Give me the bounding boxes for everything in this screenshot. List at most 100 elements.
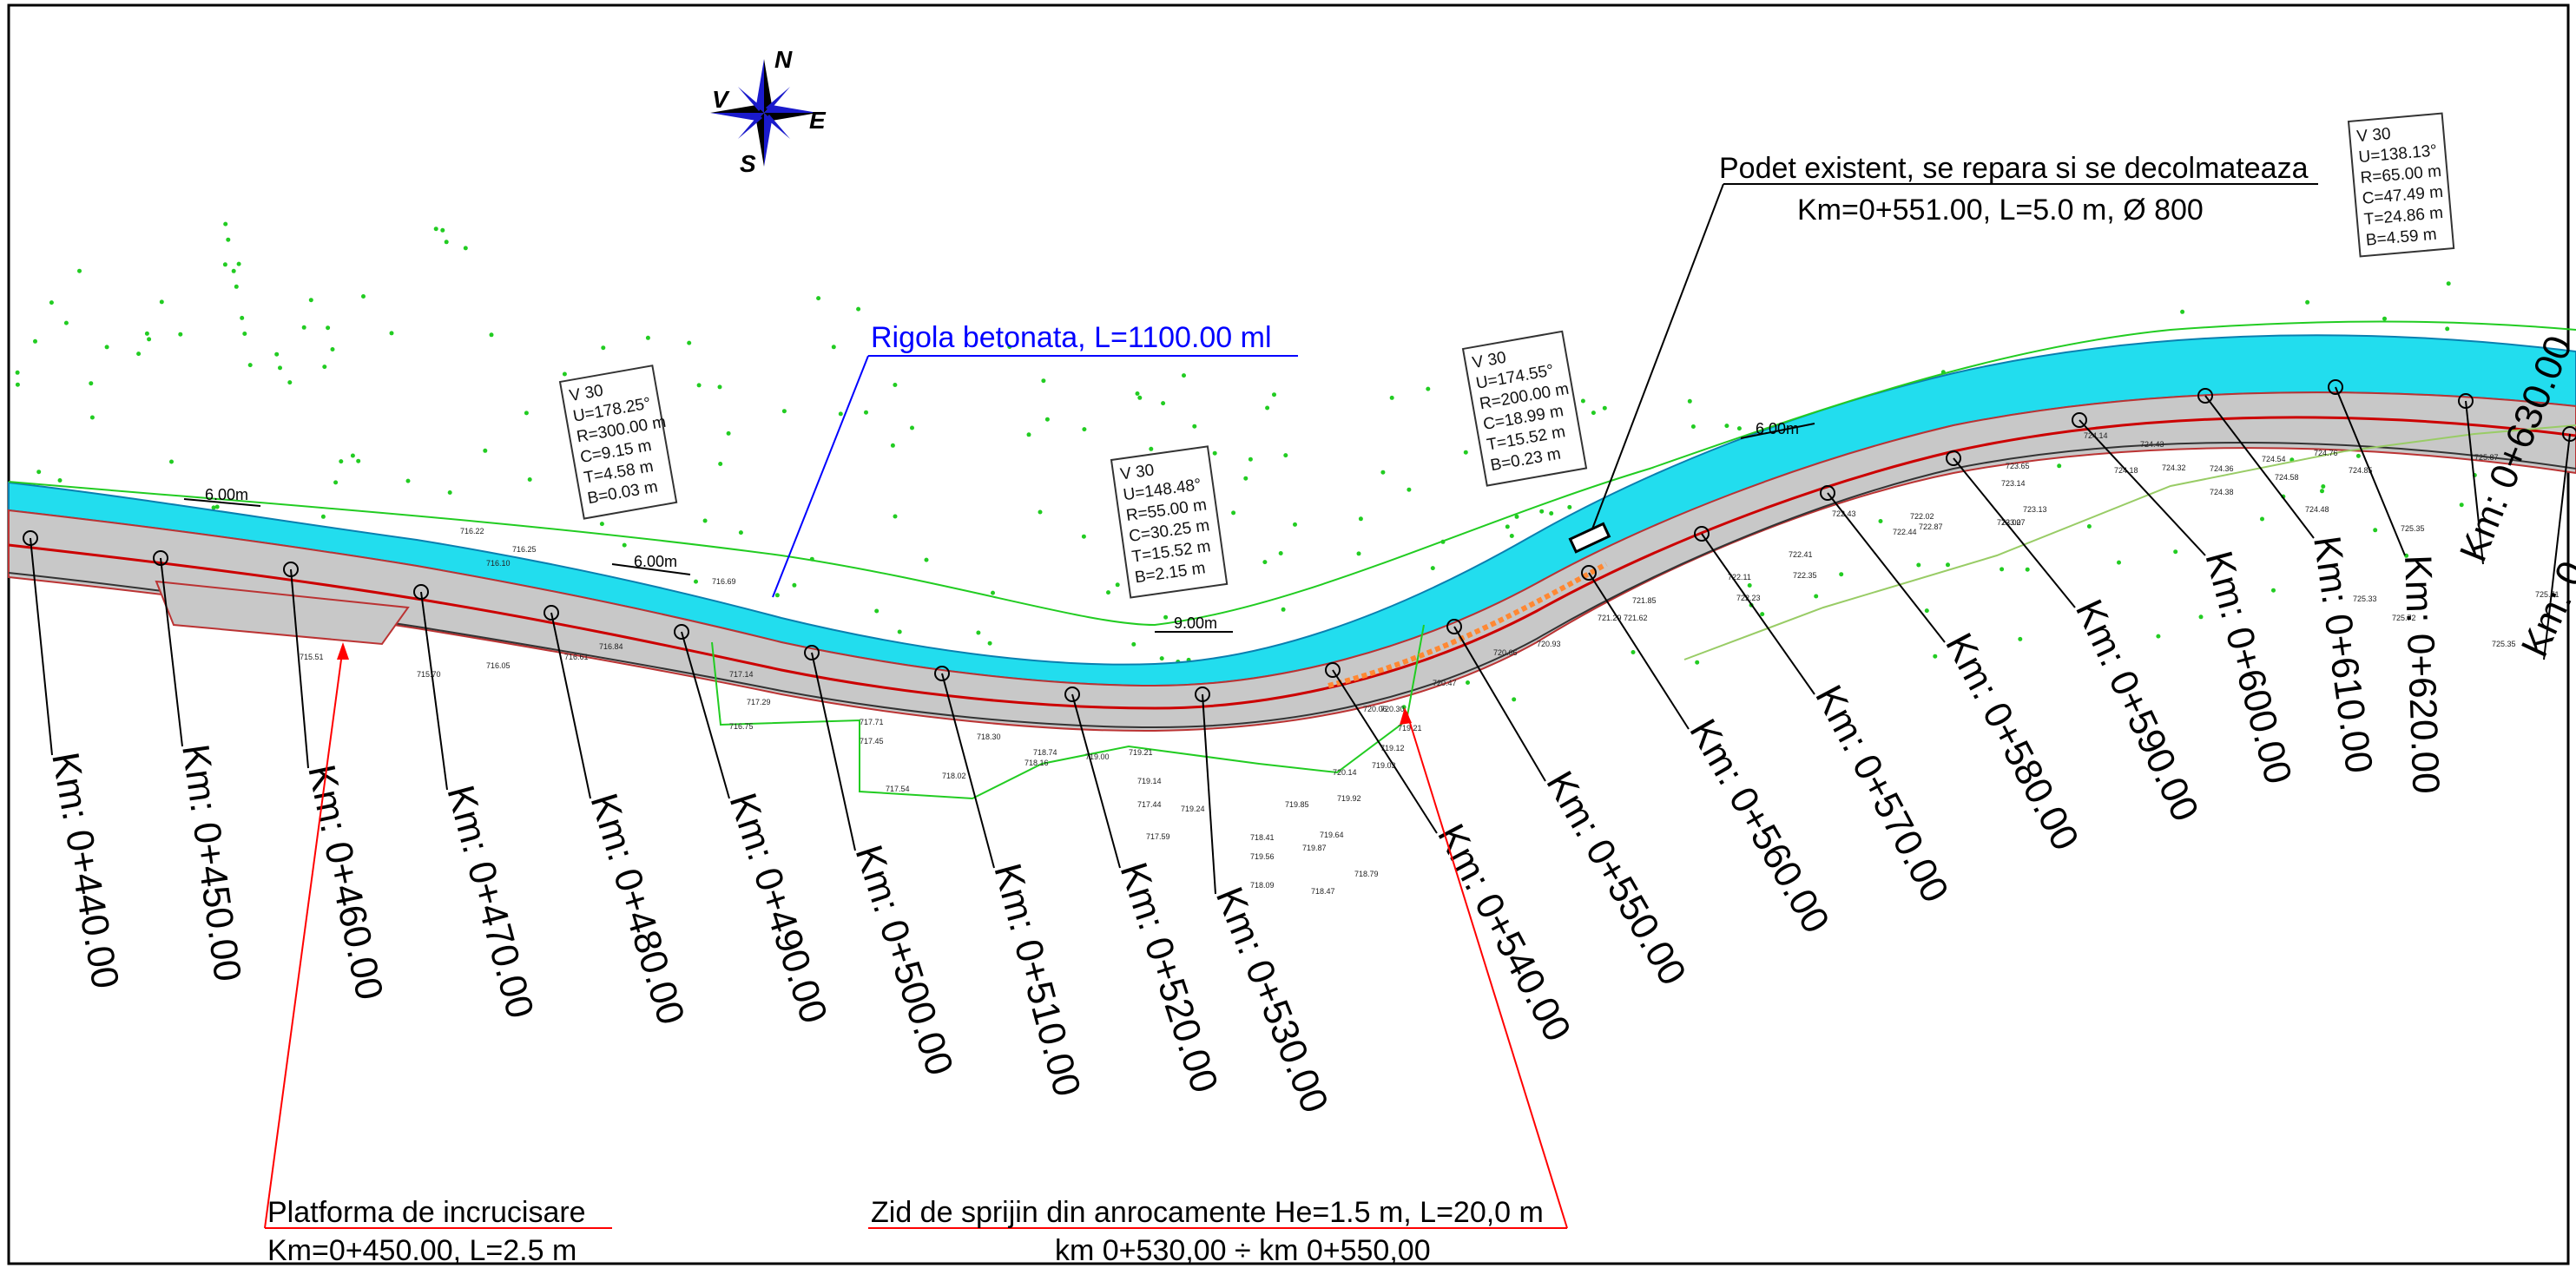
elevation-label: 724.54 <box>2262 455 2286 463</box>
survey-point <box>2025 567 2030 572</box>
survey-point <box>1690 424 1696 429</box>
elevation-label: 722.02 <box>1910 512 1934 521</box>
survey-point <box>702 518 708 523</box>
survey-point <box>1946 562 1950 568</box>
survey-point <box>694 579 698 584</box>
elevation-label: 716.84 <box>599 642 623 651</box>
station-point <box>1064 687 1080 702</box>
station-label: Km: 0+600.00 <box>2197 547 2300 789</box>
elevation-label: 722.44 <box>1893 528 1917 536</box>
survey-point <box>1747 583 1752 588</box>
elevation-label: 720.47 <box>1433 679 1457 687</box>
survey-point <box>991 590 995 595</box>
station-point <box>2562 426 2576 442</box>
elevation-label: 720.06 <box>1363 705 1387 713</box>
elevation-label: 719.56 <box>1250 852 1275 861</box>
elevation-label: 717.44 <box>1137 800 1162 809</box>
survey-point <box>483 448 488 453</box>
station-point <box>153 550 168 566</box>
elevation-label: 719.03 <box>1372 761 1396 770</box>
station-leader <box>1202 693 1216 895</box>
station-label: Km: 0+480.00 <box>582 789 692 1030</box>
survey-point <box>1567 504 1572 509</box>
station-point <box>544 605 559 621</box>
station-point <box>674 624 689 640</box>
survey-point <box>222 262 227 267</box>
survey-point <box>159 299 164 305</box>
elevation-label: 720.30 <box>1380 705 1405 713</box>
elevation-label: 716.05 <box>486 661 511 670</box>
width-label: 6.00m <box>205 486 248 503</box>
survey-point <box>1231 510 1236 516</box>
retaining-wall <box>1328 562 1608 688</box>
elevation-label: 716.25 <box>512 545 537 554</box>
station-leader <box>290 568 309 769</box>
station-label: Km: 0+460.00 <box>300 761 391 1003</box>
elevation-label: 717.54 <box>886 785 910 793</box>
elevation-label: 719.12 <box>1380 744 1405 752</box>
survey-point <box>1038 509 1043 515</box>
station-leader <box>2465 400 2484 565</box>
station-point <box>1581 565 1597 581</box>
platforma-label-line1: Platforma de incrucisare <box>267 1196 586 1229</box>
station-leader <box>550 612 591 799</box>
elevation-label: 716.22 <box>460 527 484 535</box>
survey-point <box>2305 299 2310 305</box>
survey-point <box>856 306 861 312</box>
station-point <box>1820 485 1835 501</box>
station-point <box>1195 687 1210 702</box>
elevation-label: 725.71 <box>2535 590 2560 599</box>
survey-point <box>2057 463 2062 469</box>
elevation-label: 719.00 <box>1085 752 1110 761</box>
survey-point <box>49 300 54 306</box>
station-label: Km: 0+570.00 <box>1807 679 1956 910</box>
zid-label-line2: km 0+530,00 ÷ km 0+550,00 <box>1055 1234 1431 1267</box>
survey-point <box>1687 398 1692 404</box>
station-leader <box>1953 457 2076 608</box>
survey-point <box>1389 395 1394 400</box>
survey-point <box>2446 281 2451 286</box>
survey-point <box>1512 697 1517 702</box>
survey-point <box>718 462 723 466</box>
survey-point <box>1539 509 1545 514</box>
station-leader <box>1332 669 1438 834</box>
elevation-label: 724.43 <box>2140 440 2164 449</box>
survey-point <box>447 490 452 495</box>
survey-point <box>562 371 567 377</box>
survey-point <box>308 298 313 303</box>
elevation-label: 725.33 <box>2353 595 2377 603</box>
station-point <box>1694 526 1710 542</box>
survey-point <box>976 630 981 635</box>
survey-point <box>816 296 821 301</box>
survey-point <box>63 320 69 325</box>
survey-point <box>2156 634 2161 639</box>
survey-point <box>1514 514 1519 519</box>
survey-point <box>231 268 236 273</box>
station-label: Km: 0+520.00 <box>1111 857 1226 1098</box>
survey-point <box>1137 395 1143 400</box>
survey-point <box>924 557 929 562</box>
survey-point <box>1248 457 1253 462</box>
survey-point <box>242 332 247 336</box>
elevation-label: 719.87 <box>1302 844 1327 852</box>
survey-point <box>987 641 992 646</box>
elevation-label: 719.14 <box>1137 777 1162 785</box>
survey-point <box>1135 391 1140 396</box>
survey-point <box>89 415 95 420</box>
culvert-symbol <box>1568 522 1611 554</box>
elevation-label: 722.41 <box>1789 550 1813 559</box>
elevation-label: 725.72 <box>2392 614 2416 622</box>
survey-point <box>147 337 152 342</box>
survey-point <box>1163 614 1169 620</box>
survey-point <box>144 331 149 336</box>
survey-point <box>2000 567 2005 572</box>
zid-label-line1: Zid de sprijin din anrocamente He=1.5 m,… <box>871 1196 1544 1229</box>
elevation-label: 724.85 <box>2349 466 2373 475</box>
survey-point <box>1272 392 1276 397</box>
survey-point <box>234 284 239 289</box>
crossing-platform <box>155 580 410 646</box>
station-leader <box>1588 572 1690 730</box>
elevation-label: 722.35 <box>1793 571 1817 580</box>
terrain-line-3 <box>1683 424 2576 660</box>
elevation-label: 719.64 <box>1320 831 1344 839</box>
